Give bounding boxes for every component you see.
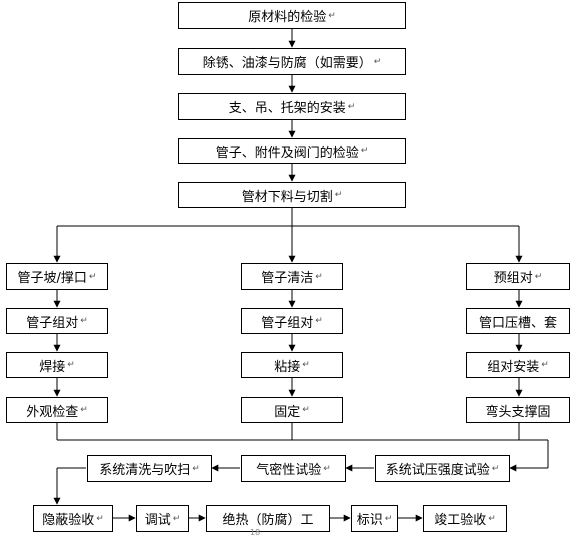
step-label: 系统清洗与吹扫 xyxy=(99,463,191,478)
airtightness-test[interactable]: 气密性试验↵ xyxy=(241,455,346,482)
step-label: 粘接 xyxy=(274,359,301,375)
step-label: 焊接 xyxy=(39,359,66,375)
step-label: 管子清洁 xyxy=(261,271,314,286)
paragraph-mark-icon: ↵ xyxy=(88,271,97,282)
paragraph-mark-icon: ↵ xyxy=(384,513,393,524)
step-pipe-cutting[interactable]: 管材下料与切割↵ xyxy=(178,182,406,208)
concealed-work-acceptance[interactable]: 隐蔽验收↵ xyxy=(33,505,113,532)
right-branch-step-4[interactable]: 弯头支撑固 xyxy=(466,397,570,423)
page-number: 18 xyxy=(250,528,261,537)
paragraph-mark-icon: ↵ xyxy=(80,316,88,326)
right-branch-step-1[interactable]: 预组对↵ xyxy=(466,263,570,290)
step-label: 弯头支撑固 xyxy=(485,404,551,420)
step-rust-removal-painting[interactable]: 除锈、油漆与防腐（如需要）↵ xyxy=(178,48,406,75)
step-label: 隐蔽验收 xyxy=(42,513,95,528)
step-label: 系统试压强度试验 xyxy=(385,463,490,478)
paragraph-mark-icon: ↵ xyxy=(534,271,543,282)
flush-and-purge[interactable]: 系统清洗与吹扫↵ xyxy=(87,455,212,482)
step-pipe-valve-inspection[interactable]: 管子、附件及阀门的检验↵ xyxy=(178,138,406,164)
step-label: 竣工验收 xyxy=(434,513,487,528)
paragraph-mark-icon: ↵ xyxy=(334,190,343,200)
pressure-strength-test[interactable]: 系统试压强度试验↵ xyxy=(375,455,510,482)
completion-acceptance[interactable]: 竣工验收↵ xyxy=(423,505,507,532)
paragraph-mark-icon: ↵ xyxy=(315,271,323,282)
right-branch-step-2[interactable]: 管口压槽、套 xyxy=(466,308,570,334)
step-label: 外观检查 xyxy=(26,404,79,420)
paragraph-mark-icon: ↵ xyxy=(323,463,331,474)
paragraph-mark-icon: ↵ xyxy=(302,360,310,370)
step-label: 固定 xyxy=(274,404,301,420)
step-label: 气密性试验 xyxy=(256,463,322,478)
left-branch-step-2[interactable]: 管子组对↵ xyxy=(6,308,108,334)
step-raw-material-inspection[interactable]: 原材料的检验↵ xyxy=(178,2,406,29)
mid-branch-step-1[interactable]: 管子清洁↵ xyxy=(241,263,343,290)
step-label: 调试 xyxy=(144,513,171,528)
left-branch-step-4[interactable]: 外观检查↵ xyxy=(6,397,108,423)
paragraph-mark-icon: ↵ xyxy=(192,463,200,474)
paragraph-mark-icon: ↵ xyxy=(315,316,323,326)
commissioning[interactable]: 调试↵ xyxy=(136,505,189,532)
step-label: 标识 xyxy=(356,513,383,528)
left-branch-step-1[interactable]: 管子坡/撑口↵ xyxy=(6,263,108,290)
labeling[interactable]: 标识↵ xyxy=(351,505,398,532)
left-branch-step-3[interactable]: 焊接↵ xyxy=(6,352,108,378)
mid-branch-step-3[interactable]: 粘接↵ xyxy=(241,352,343,378)
paragraph-mark-icon: ↵ xyxy=(96,513,104,524)
paragraph-mark-icon: ↵ xyxy=(360,146,369,156)
step-label: 原材料的检验 xyxy=(248,10,327,25)
step-label: 除锈、油漆与防腐（如需要） xyxy=(202,56,372,71)
step-support-installation[interactable]: 支、吊、托架的安装↵ xyxy=(178,93,406,120)
step-label: 管子、附件及阀门的检验 xyxy=(215,145,359,161)
step-label: 管子坡/撑口 xyxy=(17,271,87,286)
paragraph-mark-icon: ↵ xyxy=(328,10,336,21)
insulation-work[interactable]: 绝热（防腐）工 xyxy=(206,505,330,532)
step-label: 管子组对 xyxy=(261,315,314,331)
paragraph-mark-icon: ↵ xyxy=(67,360,75,370)
step-label: 管子组对 xyxy=(26,315,79,331)
step-label: 组对安装 xyxy=(487,359,540,375)
paragraph-mark-icon: ↵ xyxy=(80,405,88,415)
step-label: 管材下料与切割 xyxy=(241,189,333,205)
right-branch-step-3[interactable]: 组对安装↵ xyxy=(466,352,570,378)
step-label: 管口压槽、套 xyxy=(478,315,557,331)
paragraph-mark-icon: ↵ xyxy=(347,101,356,112)
paragraph-mark-icon: ↵ xyxy=(373,56,382,67)
step-label: 支、吊、托架的安装 xyxy=(228,101,346,116)
mid-branch-step-4[interactable]: 固定↵ xyxy=(241,397,343,423)
paragraph-mark-icon: ↵ xyxy=(302,405,310,415)
mid-branch-step-2[interactable]: 管子组对↵ xyxy=(241,308,343,334)
paragraph-mark-icon: ↵ xyxy=(541,360,549,370)
step-label: 绝热（防腐）工 xyxy=(222,513,314,528)
paragraph-mark-icon: ↵ xyxy=(488,513,496,524)
paragraph-mark-icon: ↵ xyxy=(491,463,500,474)
paragraph-mark-icon: ↵ xyxy=(172,513,181,524)
step-label: 预组对 xyxy=(493,271,533,286)
